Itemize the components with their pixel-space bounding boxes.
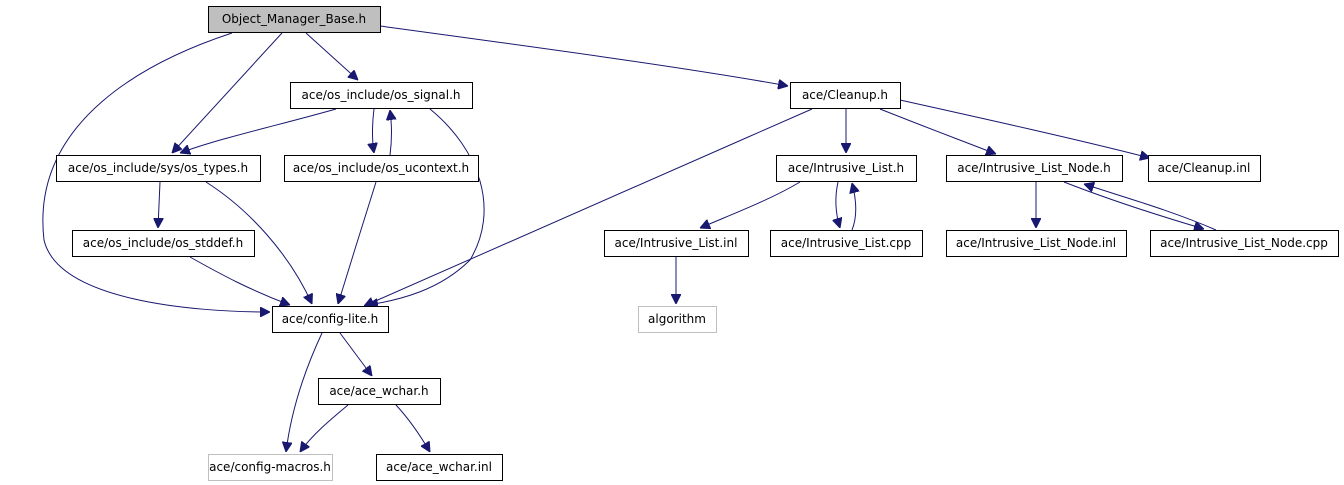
node-label: ace/config-lite.h	[282, 312, 379, 326]
node-box	[284, 155, 479, 182]
edge-config_lite-to-config_macros	[286, 332, 323, 452]
node-sys-types[interactable]: ace/os_include/sys/os_types.h	[56, 155, 261, 182]
node-label: ace/ace_wchar.inl	[386, 460, 492, 474]
edge-ucontext-to-config_lite	[338, 181, 377, 304]
node-label: Object_Manager_Base.h	[222, 12, 366, 26]
node-os-signal[interactable]: ace/os_include/os_signal.h	[290, 82, 473, 109]
edge-cleanup-to-cleanup_inl	[899, 99, 1150, 158]
edge-os_signal-to-sys_types	[180, 108, 337, 153]
node-label: ace/os_include/sys/os_types.h	[68, 161, 248, 175]
node-label: ace/Intrusive_List.cpp	[781, 236, 911, 250]
node-ace-wchar[interactable]: ace/ace_wchar.h	[318, 378, 441, 405]
node-intrusive-list-inl[interactable]: ace/Intrusive_List.inl	[604, 230, 749, 257]
node-box	[208, 6, 381, 33]
node-ucontext[interactable]: ace/os_include/os_ucontext.h	[284, 155, 479, 182]
node-box	[638, 306, 717, 333]
node-config-macros: ace/config-macros.h	[208, 454, 333, 481]
node-algorithm: algorithm	[638, 306, 717, 333]
node-box	[290, 82, 473, 109]
edge-intrusive_list_cpp-to-intrusive_list	[852, 183, 856, 231]
edge-intrusive_list-to-intrusive_list_inl	[700, 181, 801, 228]
node-label: ace/Intrusive_List_Node.cpp	[1160, 236, 1328, 250]
node-label: ace/config-macros.h	[209, 460, 331, 474]
node-label: ace/Intrusive_List.h	[788, 161, 904, 175]
node-box	[1148, 155, 1261, 182]
node-box	[946, 155, 1123, 182]
edges-layer	[42, 25, 1217, 452]
node-cleanup-inl[interactable]: ace/Cleanup.inl	[1148, 155, 1261, 182]
node-box	[318, 378, 441, 405]
node-box	[770, 230, 923, 257]
node-box	[1150, 230, 1339, 257]
edge-ace_wchar-to-config_macros	[300, 404, 349, 452]
node-intrusive-list[interactable]: ace/Intrusive_List.h	[776, 155, 917, 182]
edge-sys_types-to-stddef	[158, 181, 160, 228]
node-intrusive-list-cpp[interactable]: ace/Intrusive_List.cpp	[770, 230, 923, 257]
node-root[interactable]: Object_Manager_Base.h	[208, 6, 381, 33]
node-ace-wchar-inl[interactable]: ace/ace_wchar.inl	[376, 454, 503, 481]
edge-ucontext-to-os_signal	[390, 110, 392, 156]
edge-root-to-os_signal	[305, 32, 358, 80]
edge-config_lite-to-ace_wchar	[339, 332, 372, 376]
edge-root-to-sys_types	[172, 32, 283, 153]
node-box	[776, 155, 917, 182]
node-label: ace/ace_wchar.h	[329, 384, 428, 398]
edge-intrusive_list_node-to-intrusive_list_node_cpp	[1063, 181, 1204, 229]
edge-os_signal-to-ucontext	[373, 108, 375, 153]
node-label: ace/Intrusive_List.inl	[615, 236, 738, 250]
node-label: algorithm	[648, 312, 706, 326]
edge-intrusive_list-to-intrusive_list_cpp	[836, 181, 840, 228]
node-label: ace/Intrusive_List_Node.h	[957, 161, 1111, 175]
node-label: ace/os_include/os_ucontext.h	[293, 161, 469, 175]
node-intrusive-list-node-cpp[interactable]: ace/Intrusive_List_Node.cpp	[1150, 230, 1339, 257]
node-label: ace/Cleanup.h	[802, 88, 888, 102]
edge-cleanup-to-intrusive_list_node	[879, 108, 996, 154]
edge-root-to-config_lite	[42, 32, 270, 312]
node-box	[208, 454, 333, 481]
edge-intrusive_list_node_cpp-to-intrusive_list_node	[1084, 184, 1217, 231]
node-config-lite[interactable]: ace/config-lite.h	[272, 306, 389, 333]
node-box	[56, 155, 261, 182]
node-box	[272, 306, 389, 333]
node-intrusive-list-node-inl[interactable]: ace/Intrusive_List_Node.inl	[946, 230, 1127, 257]
edge-ace_wchar-to-ace_wchar_inl	[395, 404, 430, 452]
node-box	[376, 454, 503, 481]
node-box	[604, 230, 749, 257]
edge-stddef-to-config_lite	[189, 256, 290, 305]
edge-sys_types-to-config_lite	[205, 181, 312, 304]
node-box	[72, 230, 255, 257]
edge-os_signal-to-config_lite	[368, 108, 485, 305]
node-label: ace/Intrusive_List_Node.inl	[956, 236, 1116, 250]
node-label: ace/Cleanup.inl	[1158, 161, 1251, 175]
node-label: ace/os_include/os_signal.h	[302, 88, 461, 102]
node-cleanup[interactable]: ace/Cleanup.h	[790, 82, 901, 109]
node-label: ace/os_include/os_stddef.h	[83, 236, 243, 250]
edge-cleanup-to-config_lite	[364, 108, 813, 306]
node-stddef[interactable]: ace/os_include/os_stddef.h	[72, 230, 255, 257]
nodes-layer: Object_Manager_Base.h ace/os_include/os_s…	[56, 6, 1339, 481]
node-box	[946, 230, 1127, 257]
edge-root-to-cleanup	[379, 25, 788, 86]
node-box	[790, 82, 901, 109]
node-intrusive-list-node[interactable]: ace/Intrusive_List_Node.h	[946, 155, 1123, 182]
